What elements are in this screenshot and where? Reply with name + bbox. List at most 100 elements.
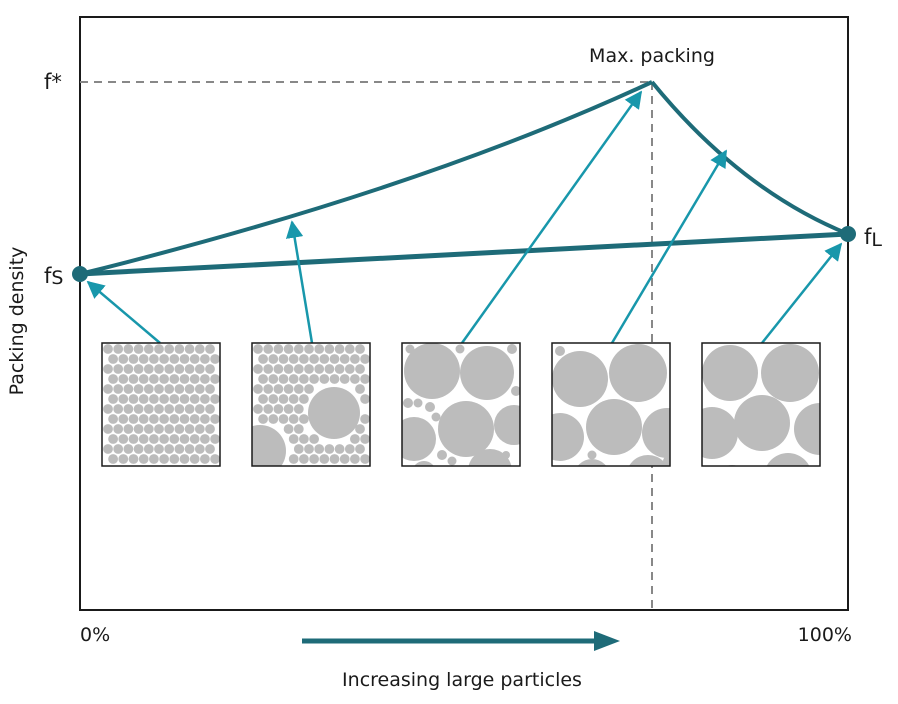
small-particle xyxy=(118,354,129,364)
small-particle xyxy=(103,404,113,414)
small-particle xyxy=(258,374,268,384)
small-particle xyxy=(149,414,159,424)
small-particle xyxy=(278,414,289,424)
y-axis-label: Packing density xyxy=(6,247,28,396)
small-particle xyxy=(143,444,154,454)
small-particle xyxy=(189,414,200,424)
small-particle xyxy=(184,424,195,434)
small-particle xyxy=(179,354,190,364)
large-particle xyxy=(628,455,668,466)
small-particle xyxy=(314,344,325,354)
small-particle xyxy=(179,454,190,464)
small-particle xyxy=(138,394,149,404)
small-particle xyxy=(413,398,423,408)
arrow-panel-5 xyxy=(761,242,843,344)
small-particle xyxy=(108,354,118,364)
fl-label-sub: L xyxy=(871,229,882,251)
large-particle xyxy=(552,413,584,461)
small-particle xyxy=(200,454,210,464)
small-particle xyxy=(108,414,118,424)
small-particle xyxy=(304,384,314,394)
small-particle xyxy=(324,344,335,354)
small-particle xyxy=(154,364,164,374)
panel-arrows xyxy=(86,90,843,344)
large-particle xyxy=(734,395,790,451)
small-particle xyxy=(309,354,319,364)
small-particle xyxy=(299,414,309,424)
small-particle xyxy=(360,434,370,444)
small-particle xyxy=(293,404,304,414)
small-particle xyxy=(293,344,304,354)
large-particle xyxy=(404,343,460,399)
small-particle xyxy=(314,444,325,454)
small-particle xyxy=(200,374,210,384)
small-particle xyxy=(350,434,360,444)
small-particle xyxy=(205,444,215,454)
small-particle xyxy=(355,344,365,354)
large-particle xyxy=(609,344,667,402)
small-particle xyxy=(360,354,370,364)
small-particle xyxy=(334,444,345,454)
large-particle xyxy=(586,399,642,455)
small-particle xyxy=(502,451,510,459)
small-particle xyxy=(154,384,164,394)
small-particle xyxy=(143,364,154,374)
small-particle xyxy=(128,354,139,364)
small-particle xyxy=(133,364,144,374)
small-particle xyxy=(194,384,205,394)
small-particle xyxy=(511,386,520,396)
small-particle xyxy=(314,364,325,374)
small-particle xyxy=(174,424,185,434)
small-particle xyxy=(200,354,210,364)
small-particle xyxy=(149,374,159,384)
packing-curve-right xyxy=(650,80,849,236)
small-particle xyxy=(123,404,134,414)
small-particle xyxy=(184,444,195,454)
max-packing-label: Max. packing xyxy=(589,45,715,67)
small-particle xyxy=(304,444,314,454)
small-particle xyxy=(268,414,279,424)
small-particle xyxy=(159,414,170,424)
small-particle xyxy=(154,344,164,354)
small-particle xyxy=(507,344,517,354)
small-particle xyxy=(123,444,134,454)
particle-panel-mostly-large-particles xyxy=(551,342,671,467)
small-particle xyxy=(304,344,314,354)
small-particle xyxy=(118,414,129,424)
panel-border xyxy=(551,342,671,467)
small-particle xyxy=(210,454,220,464)
small-particle xyxy=(103,384,113,394)
small-particle xyxy=(405,344,415,354)
small-particle xyxy=(118,454,129,464)
small-particle xyxy=(159,454,170,464)
small-particle xyxy=(123,384,134,394)
small-particle xyxy=(184,404,195,414)
small-particle xyxy=(128,434,139,444)
small-particle xyxy=(200,434,210,444)
small-particle xyxy=(174,344,185,354)
arrow-panel-4 xyxy=(610,149,728,344)
large-particle xyxy=(702,345,758,401)
small-particle xyxy=(288,374,299,384)
small-particle xyxy=(128,454,139,464)
small-particle xyxy=(299,434,309,444)
small-particle xyxy=(164,404,175,414)
small-particle xyxy=(189,354,200,364)
small-particle xyxy=(169,434,180,444)
small-particle xyxy=(159,434,170,444)
small-particle xyxy=(205,344,215,354)
x-axis-label: Increasing large particles xyxy=(342,669,582,691)
small-particle xyxy=(360,394,370,404)
x-min-label: 0% xyxy=(80,624,110,646)
small-particle xyxy=(123,364,134,374)
small-particle xyxy=(118,374,129,384)
small-particle xyxy=(288,414,299,424)
large-particle xyxy=(494,405,520,445)
small-particle xyxy=(194,444,205,454)
small-particle xyxy=(164,424,175,434)
small-particle xyxy=(113,344,124,354)
small-particle xyxy=(138,454,149,464)
small-particle xyxy=(103,444,113,454)
small-particle xyxy=(189,434,200,444)
small-particle xyxy=(128,394,139,404)
